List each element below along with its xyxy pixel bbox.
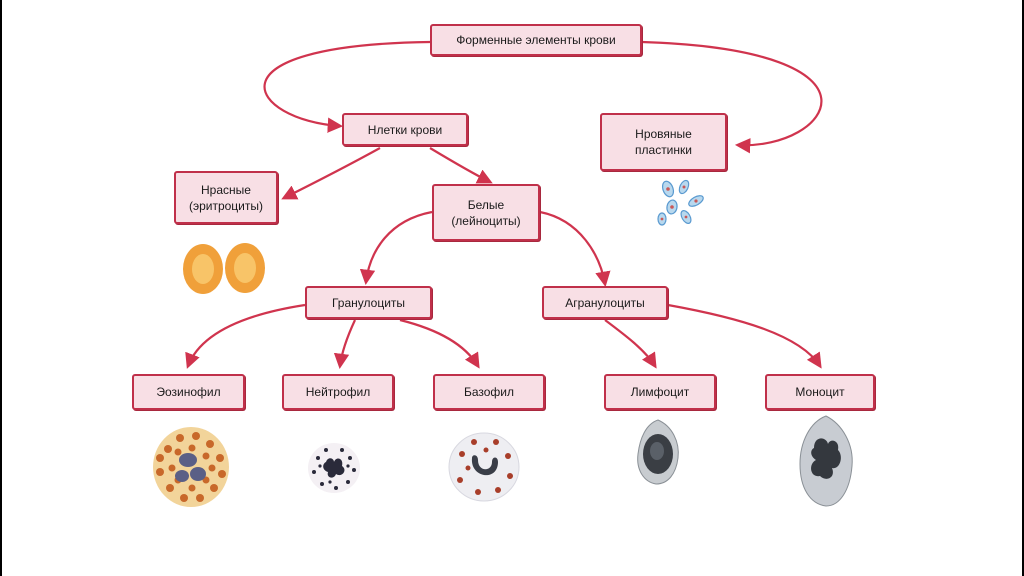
arrow-gran-to-basophil [399, 318, 480, 369]
arrow-white-to-granulocytes [359, 210, 433, 286]
eosinophil-cell-icon [153, 427, 229, 507]
arrow-gran-to-eosinophil [185, 303, 306, 369]
node-basophil: Базофил [433, 374, 545, 410]
node-monocyte: Моноцит [765, 374, 875, 410]
basophil-cell-icon [448, 432, 520, 502]
arrow-root-to-cells [263, 40, 431, 133]
arrow-cells-to-white [429, 147, 493, 184]
node-agranulocytes: Агранулоциты [542, 286, 668, 319]
node-formed-elements: Форменные элементы крови [430, 24, 642, 56]
monocyte-cell-icon [799, 415, 853, 507]
node-granulocytes: Гранулоциты [305, 286, 432, 319]
left-frame-edge [0, 0, 2, 576]
arrow-cells-to-red [281, 147, 381, 200]
node-neutrophil: Нейтрофил [282, 374, 394, 410]
node-blood-cells: Нлетки крови [342, 113, 468, 146]
node-white-cells: Белые(лейноциты) [432, 184, 540, 241]
right-frame-edge [1022, 0, 1024, 576]
platelets-icon [657, 179, 704, 226]
lymphocyte-cell-icon [637, 419, 679, 485]
arrow-agran-to-monocyte [667, 303, 822, 369]
arrow-gran-to-neutrophil [333, 319, 356, 370]
node-lymphocyte: Лимфоцит [604, 374, 716, 410]
arrow-agran-to-lymphocyte [604, 319, 657, 369]
node-eosinophil: Эозинофил [132, 374, 245, 410]
erythrocytes-icon [183, 243, 265, 294]
node-red-cells: Нрасные(эритроциты) [174, 171, 278, 224]
neutrophil-cell-icon [308, 443, 360, 493]
arrow-white-to-agranulocytes [539, 210, 611, 288]
arrow-root-to-platelets [641, 40, 823, 154]
